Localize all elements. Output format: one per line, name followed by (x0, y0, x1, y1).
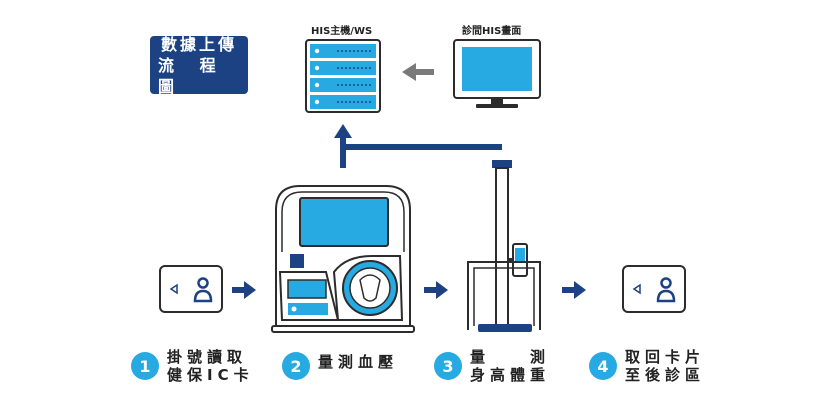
blood-pressure-machine-icon (271, 185, 415, 333)
title-line-1: 數據上傳 (160, 34, 237, 54)
step-1: 1 掛號讀取 健保IC卡 (131, 348, 254, 384)
arrow-right-icon (424, 281, 448, 299)
step-line-1: 取回卡片 (625, 348, 706, 366)
step-number: 4 (589, 352, 617, 380)
step-line-2: 至後診區 (625, 366, 706, 384)
server-label: HIS主機/WS (311, 26, 373, 37)
monitor-label: 診間HIS畫面 (462, 26, 522, 37)
arrow-left-icon (402, 63, 434, 81)
step-number: 1 (131, 352, 159, 380)
step-number: 2 (282, 352, 310, 380)
step-3: 3 量 測 身高體重 (434, 348, 550, 384)
step-4: 4 取回卡片 至後診區 (589, 348, 705, 384)
title-line-2: 流 程 圖 (158, 55, 226, 96)
step-2: 2 量測血壓 (282, 348, 398, 380)
step-line-1: 量 測 (470, 348, 551, 366)
step-line-1: 掛號讀取 (167, 348, 248, 366)
health-card-icon (159, 265, 223, 313)
diagram-title: 數據上傳 流 程 圖 (150, 34, 248, 96)
height-weight-scale-icon (467, 160, 541, 332)
arrow-right-icon (232, 281, 256, 299)
arrow-up-icon (334, 124, 502, 168)
step-line-2: 身高體重 (470, 366, 551, 384)
monitor-icon (453, 39, 541, 108)
step-line-1: 量測血壓 (318, 353, 399, 371)
server-icon (305, 39, 381, 113)
step-line-2: 健保IC卡 (167, 366, 254, 384)
step-number: 3 (434, 352, 462, 380)
health-card-icon (622, 265, 686, 313)
arrow-right-icon (562, 281, 586, 299)
